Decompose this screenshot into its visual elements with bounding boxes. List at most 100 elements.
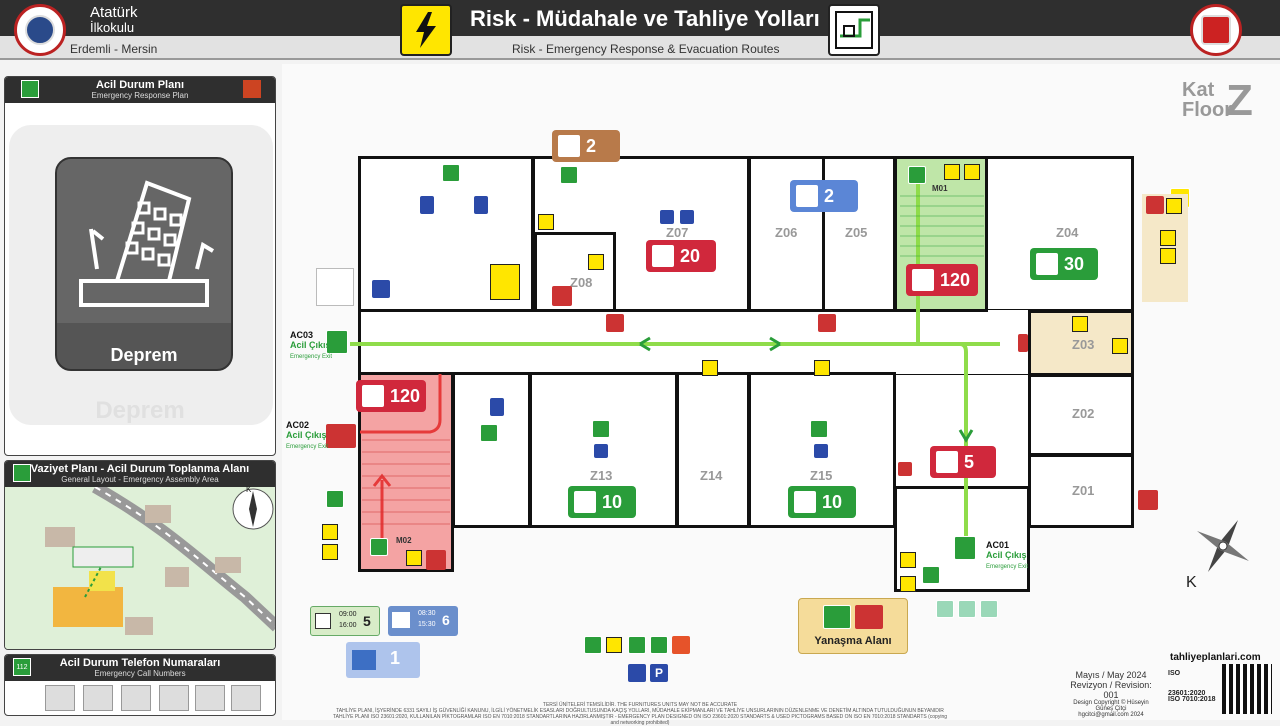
fire-icon — [243, 80, 261, 98]
room-label-z13: Z13 — [590, 468, 613, 483]
docking-area: Yanaşma Alanı — [798, 598, 908, 654]
school-name-line1: Atatürk — [90, 4, 138, 21]
group-icon — [814, 444, 828, 458]
standard-iso-23601: ISO 23601:2020 — [1168, 670, 1206, 697]
first-aid-icon — [810, 420, 828, 438]
school-seal-icon — [14, 4, 66, 56]
phone-panel-title: 112 Acil Durum Telefon Numaraları Emerge… — [5, 655, 275, 681]
phone-112-badge: 112 — [13, 658, 31, 676]
floor-letter: Z — [1226, 76, 1253, 125]
protection-phone-icon — [159, 685, 189, 711]
emergency-plan-panel: Acil Durum Planı Emergency Response Plan… — [4, 76, 276, 456]
warning-icon — [322, 544, 338, 560]
room-z01-walls — [1028, 454, 1134, 528]
compass-icon — [1197, 520, 1249, 572]
site-layout-title-en: General Layout - Emergency Assembly Area — [61, 475, 219, 484]
fire-extinguisher-icon — [1018, 334, 1028, 352]
student-desk-icon — [652, 245, 674, 267]
restroom-icon — [420, 196, 434, 214]
first-aid-icon — [370, 538, 388, 556]
page-subtitle: Risk - Emergency Response & Evacuation R… — [512, 42, 780, 56]
electric-panel-icon — [490, 264, 520, 300]
rescue-phone-icon — [83, 685, 113, 711]
ambulance-icon — [823, 605, 851, 629]
emergency-plan-title-tr: Acil Durum Planı — [95, 79, 185, 91]
capacity-badge-top: 2 — [552, 130, 620, 162]
capacity-badge-z15: 10 — [788, 486, 856, 518]
service-vehicle-badge: 1 — [346, 642, 420, 678]
stairs-icon — [912, 269, 934, 291]
capacity-badge-z06: 2 — [790, 180, 858, 212]
group-icon — [594, 444, 608, 458]
assembly-area-icon — [13, 464, 31, 482]
assembly-icon — [936, 600, 954, 618]
site-map — [5, 487, 275, 649]
students-icon — [1036, 253, 1058, 275]
assembly-icon — [958, 600, 976, 618]
warning-icon — [900, 576, 916, 592]
ministry-seal-icon — [1190, 4, 1242, 56]
bus-hours-badge: 08:30 15:30 6 — [388, 606, 458, 636]
earthquake-card[interactable]: Deprem — [55, 157, 233, 371]
capacity-badge-z13: 10 — [568, 486, 636, 518]
earthquake-ghost-label: Deprem — [95, 397, 185, 424]
fire-extinguisher-icon — [818, 314, 836, 332]
first-aid-icon — [908, 166, 926, 184]
room-label-z14: Z14 — [700, 468, 723, 483]
warning-icon — [322, 524, 338, 540]
school-location: Erdemli - Mersin — [70, 42, 158, 56]
phone-panel: 112 Acil Durum Telefon Numaraları Emerge… — [4, 654, 276, 716]
teacher-icon — [558, 135, 580, 157]
first-aid-phone-icon — [121, 685, 151, 711]
warning-icon — [1160, 248, 1176, 264]
working-hours-badge: 09:00 16:00 5 — [310, 606, 380, 636]
warning-icon — [406, 550, 422, 566]
warning-icon — [1160, 230, 1176, 246]
fire-extinguisher-icon — [606, 314, 624, 332]
first-aid-icon — [592, 420, 610, 438]
header: Atatürk İlkokulu Erdemli - Mersin Risk -… — [0, 0, 1280, 60]
room-label-z07: Z07 — [666, 225, 689, 240]
students-icon — [794, 491, 816, 513]
students-icon — [574, 491, 596, 513]
phone-panel-title-tr: Acil Durum Telefon Numaraları — [59, 657, 221, 669]
first-aid-icon — [442, 164, 460, 182]
group-icon — [660, 210, 674, 224]
qr-code[interactable] — [1222, 664, 1272, 714]
room-label-m02: M02 — [396, 536, 412, 545]
capacity-badge-meeting: 5 — [930, 446, 996, 478]
first-aid-icon — [326, 490, 344, 508]
assembly-icon — [584, 636, 602, 654]
room-label-z06: Z06 — [775, 225, 798, 240]
phone-panel-title-en: Emergency Call Numbers — [94, 669, 186, 678]
capacity-badge-m01: 120 — [906, 264, 978, 296]
school-name-line2: İlkokulu — [90, 20, 135, 35]
warning-icon — [964, 164, 980, 180]
warning-icon — [900, 552, 916, 568]
warning-icon — [588, 254, 604, 270]
fire-icon — [1146, 196, 1164, 214]
warning-icon — [702, 360, 718, 376]
header-bar — [0, 0, 1280, 36]
docking-area-label: Yanaşma Alanı — [814, 635, 892, 647]
capacity-badge-z04: 30 — [1030, 248, 1098, 280]
room-label-z04: Z04 — [1056, 225, 1079, 240]
assembly-icon — [650, 636, 668, 654]
earthquake-building-icon — [79, 180, 215, 307]
footer-disclaimer: TERSİ ÜNİTELERİ TEMSİLİDİR. THE FURNITUR… — [332, 702, 948, 726]
fire-phone-icon — [45, 685, 75, 711]
website-link[interactable]: tahliyeplanlari.com — [1170, 652, 1261, 663]
bus-icon — [392, 612, 410, 628]
first-aid-icon — [922, 566, 940, 584]
warning-icon — [538, 214, 554, 230]
warning-icon — [944, 164, 960, 180]
emergency-plan-title: Acil Durum Planı Emergency Response Plan — [5, 77, 275, 103]
doctor-icon — [231, 685, 261, 711]
emergency-exit-icon — [326, 424, 356, 448]
warning-icon — [1072, 316, 1088, 332]
